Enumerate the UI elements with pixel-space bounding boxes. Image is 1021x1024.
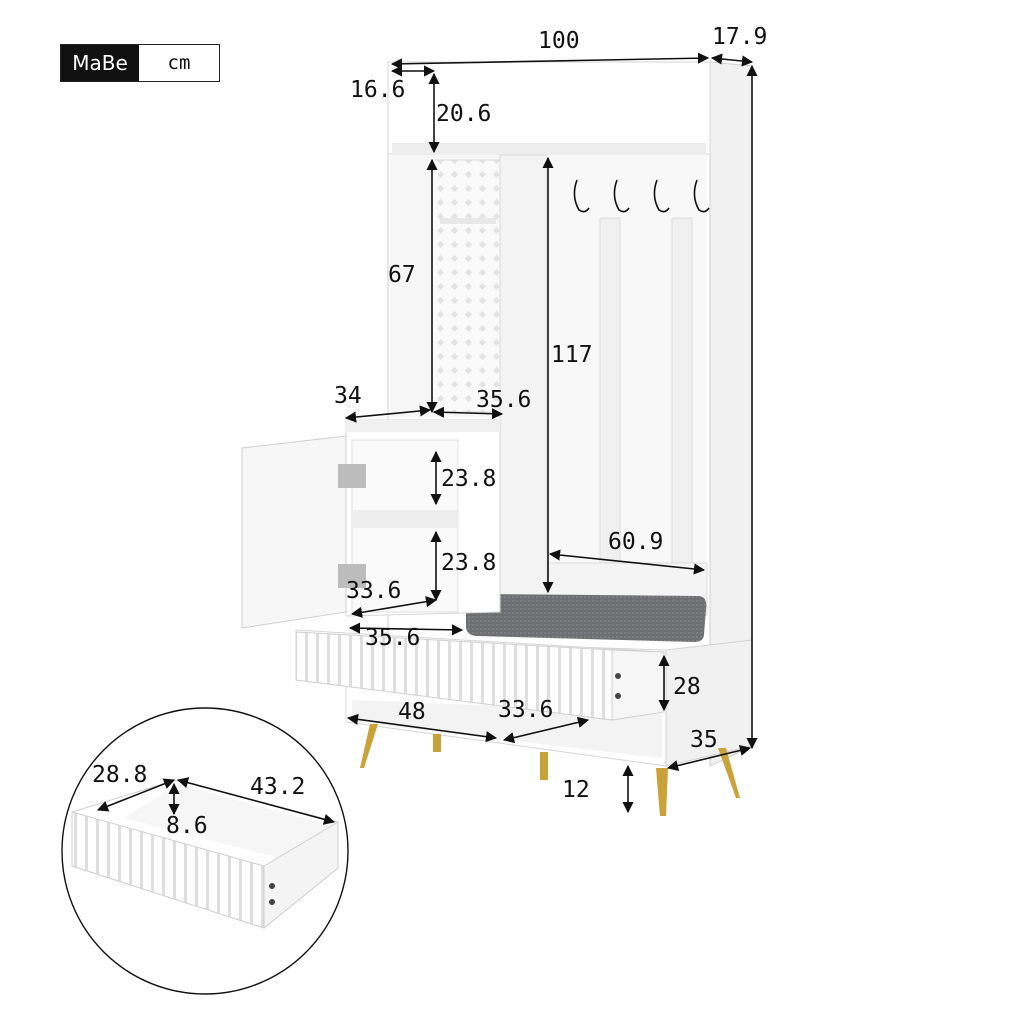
label-drawer-height: 28 [673, 674, 701, 700]
label-top-shelf-depth: 16.6 [350, 77, 405, 103]
screw-icon [615, 673, 621, 679]
coat-hooks [573, 179, 710, 213]
label-leg-height: 12 [562, 777, 590, 803]
leg [656, 768, 668, 816]
leg [540, 752, 548, 780]
screw-icon [269, 899, 275, 905]
dim-cabinet-top [344, 405, 432, 423]
cabinet-door [241, 435, 347, 629]
dimension-lines [344, 52, 758, 814]
label-inset-depth: 28.8 [92, 762, 147, 788]
label-base-depth: 35 [690, 727, 718, 753]
label-hanger-height: 117 [551, 342, 593, 368]
seat-cushion [465, 594, 707, 642]
label-shelf-lower: 23.8 [441, 550, 496, 576]
dim-base-left [346, 713, 498, 743]
dim-base-right [502, 716, 590, 744]
label-base-left: 48 [398, 699, 426, 725]
dim-total-width [390, 52, 710, 70]
peg-hook-rail [440, 218, 496, 224]
dim-depth-top [710, 53, 754, 67]
label-depth-top: 17.9 [712, 24, 767, 50]
dimension-labels: 100 17.9 16.6 20.6 67 34 35.6 117 23.8 2… [334, 24, 767, 803]
dim-bench-width [548, 549, 706, 575]
label-drawer-left: 35.6 [365, 625, 420, 651]
dim-cabinet-inner [350, 596, 438, 618]
label-inset-height: 8.6 [166, 813, 208, 839]
cabinet-shelf [352, 510, 458, 528]
hinge-icon [338, 564, 366, 588]
hook-icon [573, 179, 590, 213]
top-shelf-edge [392, 143, 706, 155]
divider [499, 154, 548, 616]
label-pegboard-height: 67 [388, 262, 416, 288]
label-shelf-upper: 23.8 [441, 466, 496, 492]
dim-base-depth [666, 744, 752, 772]
dim-drawer-left [348, 622, 464, 636]
label-cabinet-top: 34 [334, 383, 362, 409]
label-pegboard-width: 35.6 [476, 387, 531, 413]
leg [360, 724, 378, 768]
hall-tree [241, 61, 753, 816]
screw-icon [615, 693, 621, 699]
hook-icon [613, 179, 630, 213]
cabinet-top [346, 420, 500, 432]
top-cubby [387, 61, 711, 155]
drawer-side [611, 649, 665, 721]
hook-icon [653, 179, 670, 213]
hinge-icon [338, 464, 366, 488]
dim-inset-width [176, 777, 336, 825]
slat-2 [671, 217, 693, 564]
label-cabinet-inner: 33.6 [346, 578, 401, 604]
brand-label: MaBe [61, 45, 139, 81]
label-base-right: 33.6 [498, 697, 553, 723]
dim-inset-depth [96, 778, 176, 812]
pegboard [431, 159, 501, 413]
slat-1 [599, 217, 621, 564]
dim-pegboard-width [432, 406, 504, 420]
label-total-width: 100 [538, 28, 580, 54]
screw-icon [269, 883, 275, 889]
leg [433, 734, 441, 752]
label-bench-width: 60.9 [608, 529, 663, 555]
inset-drawer-side [263, 821, 339, 930]
label-inset-width: 43.2 [250, 774, 305, 800]
unit-label: cm [167, 52, 191, 74]
drawer-detail-inset: 28.8 43.2 8.6 [61, 707, 349, 995]
label-top-shelf-height: 20.6 [436, 101, 491, 127]
unit-badge: MaBe cm [60, 44, 220, 82]
hook-icon [693, 179, 710, 213]
